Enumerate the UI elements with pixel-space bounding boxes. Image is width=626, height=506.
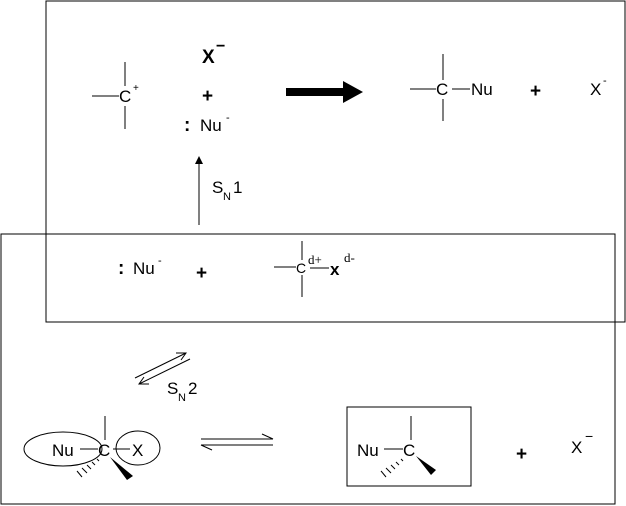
- ts-equilibrium-arrows: [200, 433, 274, 451]
- nucleophile-symbol: Nu: [200, 116, 222, 135]
- sn1-label-sub: N: [223, 191, 231, 203]
- halide-ion-sn1: X -: [590, 75, 607, 99]
- substrate-leaving-group: x: [330, 260, 340, 279]
- sn2-product-nucleophile: Nu: [357, 441, 379, 460]
- sn2-label-sub: N: [178, 392, 186, 404]
- sn1-label-s: S: [212, 178, 223, 197]
- halide-ion-sn2: X −: [571, 428, 593, 457]
- nucleophile-charge: -: [226, 112, 230, 124]
- sn2-product-hashed-bond: [380, 458, 404, 478]
- product-nucleophile: Nu: [471, 80, 493, 99]
- sn1-reaction-arrow: [286, 81, 363, 103]
- sn2-label-num: 2: [188, 379, 197, 398]
- carbocation-charge: +: [133, 83, 139, 94]
- leaving-ion-symbol: X: [202, 47, 215, 68]
- sn2-product-frame: [346, 406, 472, 487]
- substrate: C d+ x d-: [274, 241, 355, 297]
- plus-sign-sn1-left: +: [202, 86, 213, 107]
- plus-sign-reactants: +: [196, 263, 207, 284]
- substrate-leaving-partial: d-: [344, 250, 355, 265]
- ts-leaving-group: X: [132, 441, 143, 460]
- carbocation-carbon: C: [119, 87, 131, 106]
- nucleophile-reactant: : Nu -: [118, 255, 162, 279]
- sn2-product-carbon: C: [403, 441, 415, 460]
- product-carbon: C: [436, 80, 448, 99]
- halide-charge: -: [603, 75, 607, 87]
- reactant-nucleophile-symbol: Nu: [133, 259, 155, 278]
- halide-symbol: X: [590, 80, 601, 99]
- nucleophile-lone-pair: :: [184, 115, 190, 136]
- sn2-label-s: S: [167, 379, 178, 398]
- sn1-product: C Nu: [410, 54, 493, 121]
- sn2-label: S N 2: [167, 379, 197, 404]
- leaving-ion: X −: [202, 38, 225, 68]
- x-orbital: [115, 430, 161, 466]
- plus-sign-sn2: +: [516, 444, 527, 465]
- sn1-label-num: 1: [233, 178, 242, 197]
- sn2-halide-symbol: X: [571, 438, 582, 457]
- substrate-carbon-partial: d+: [308, 252, 322, 267]
- reactant-nucleophile-charge: -: [158, 255, 162, 267]
- substrate-carbon: C: [296, 260, 306, 276]
- reactant-lone-pair: :: [118, 258, 124, 279]
- ts-hashed-bond: [76, 458, 100, 478]
- sn2-halide-charge: −: [585, 428, 593, 444]
- sn2-frame: [0, 233, 616, 505]
- ts-wedge-bond: [110, 457, 133, 480]
- transition-state: Nu C X: [23, 416, 161, 480]
- ts-carbon: C: [98, 441, 110, 460]
- sn1-frame: [45, 0, 626, 323]
- sn2-product: Nu C: [357, 416, 436, 478]
- ts-nucleophile: Nu: [52, 441, 74, 460]
- sn1-label: S N 1: [212, 178, 242, 203]
- nu-orbital: [23, 431, 103, 467]
- leaving-ion-charge: −: [216, 38, 225, 55]
- sn2-product-wedge-bond: [416, 456, 436, 475]
- carbocation: C +: [92, 62, 139, 129]
- nucleophile-sn1: : Nu -: [184, 112, 230, 136]
- plus-sign-sn1-right: +: [530, 81, 541, 102]
- sn2-equilibrium-arrows: [134, 352, 191, 385]
